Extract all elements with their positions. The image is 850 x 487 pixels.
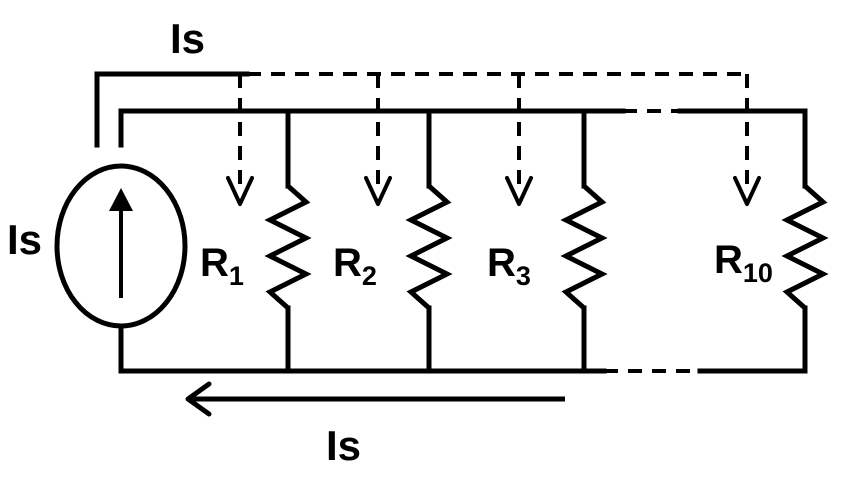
resistor-icon	[560, 184, 608, 310]
return-arrow-icon	[185, 381, 565, 417]
resistor-branch-r1	[264, 108, 312, 374]
resistor-icon	[405, 184, 453, 310]
resistor-branch-r3	[560, 108, 608, 374]
current-source-icon	[54, 163, 188, 329]
branch-arrow-icon	[733, 176, 761, 206]
resistor-r3-label: R3	[487, 241, 531, 291]
bottom-rail	[118, 305, 607, 374]
branch-arrow-icon	[505, 176, 533, 206]
resistor-r1-label: R1	[200, 241, 244, 291]
source-feed-wire	[94, 71, 250, 148]
resistor-icon	[781, 184, 829, 310]
resistor-r2-label: R2	[333, 241, 377, 291]
resistor-r10-label: R10	[714, 238, 773, 288]
resistor-branch-r2	[405, 108, 453, 374]
return-current-label: Is	[326, 422, 361, 469]
top-rail	[118, 108, 626, 148]
resistor-branch-r10	[781, 108, 829, 374]
current-branch-lines	[238, 72, 750, 190]
branch-arrow-icon	[364, 176, 392, 206]
branch-arrow-icon	[226, 176, 254, 206]
resistor-icon	[264, 184, 312, 310]
branch-arrowheads	[226, 176, 761, 206]
left-current-label: Is	[7, 216, 42, 263]
top-current-label: Is	[170, 15, 205, 62]
